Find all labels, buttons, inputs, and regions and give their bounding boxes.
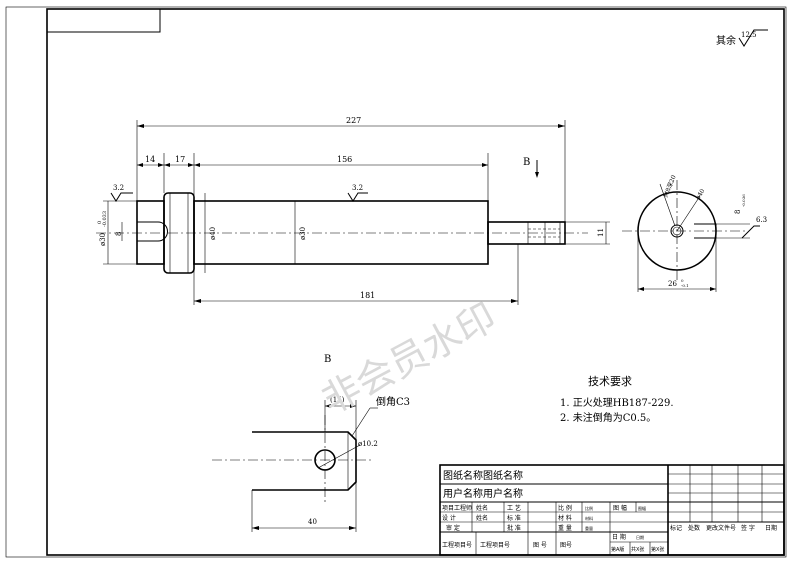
tb-change-count: 处数 (688, 524, 700, 532)
tb-r4-c2: 工程项目号 (480, 541, 510, 549)
tb-r1-c5: 比 例 (558, 504, 572, 512)
detail-body (252, 431, 357, 491)
tb-change-doc: 更改文件号 (706, 524, 736, 532)
view-label-b: B (324, 354, 331, 365)
dim-dia-30: ø30 (299, 227, 307, 240)
tech-note-1: 1. 正火处理HB187-229. (560, 397, 674, 409)
dim-11: 11 (597, 228, 605, 237)
dim-dia-40: ø40 (209, 227, 217, 240)
roughness-other-value: 12.5 (741, 31, 757, 39)
tb-drawing-name: 图纸名称图纸名称 (443, 469, 523, 482)
sec-8-tol: -0.036 (741, 194, 746, 207)
detail-hole-dia: ø10.2 (358, 440, 378, 448)
tb-r2-c3: 标 准 (507, 514, 521, 522)
tb-r4-c3: 图 号 (533, 542, 547, 549)
tb-r3-c1: 审 定 (446, 524, 460, 532)
roughness-body: 3.2 (352, 184, 363, 192)
leader-chamfer (351, 407, 371, 437)
dim-slot-8: 8 (115, 232, 123, 236)
tb-sheets: 共X张 (631, 546, 644, 553)
tb-r2-c1: 设 计 (442, 514, 456, 522)
dim-17: 17 (175, 155, 185, 164)
dim-14: 14 (145, 155, 155, 164)
tb-change-date: 日期 (765, 524, 777, 532)
tb-r2-c6: 材料 (585, 515, 593, 521)
corner-box (46, 8, 161, 33)
sec-8: 8 (734, 210, 742, 214)
shaft-left-end (136, 200, 165, 265)
dim-left-tol-lower: -0.033 (102, 211, 108, 227)
tb-r3-c3: 批 准 (507, 524, 521, 532)
sec-dia-40: ø40 (695, 188, 707, 201)
shaft-pin (487, 221, 566, 245)
detail-chamfer: 倒角C3 (376, 396, 410, 408)
tb-version: 第A版 (611, 546, 624, 553)
tech-title: 技术要求 (588, 375, 632, 388)
tb-r1-c2: 姓名 (476, 504, 488, 512)
tb-r1-c6: 比例 (585, 505, 593, 511)
leader-d40 (676, 195, 701, 232)
tb-r1-c8: 图幅 (638, 505, 646, 511)
sec-m8: M8深20 (661, 174, 677, 199)
roughness-other-label: 其余 (716, 34, 736, 47)
tb-r1-c7: 图 幅 (613, 504, 627, 512)
leader-hole (317, 444, 361, 469)
tb-change-sign: 签 字 (741, 524, 755, 532)
dim-156: 156 (337, 155, 352, 164)
tb-r2-c2: 姓名 (476, 514, 488, 522)
inner-frame (46, 8, 785, 556)
outer-frame (5, 6, 787, 558)
section-tap-hole (670, 224, 684, 238)
tb-r3-c5: 重 量 (558, 524, 572, 532)
leader-m8 (659, 183, 676, 227)
title-block (439, 464, 785, 556)
tb-change-mark: 标记 (670, 524, 682, 532)
roughness-body-symbol (347, 192, 368, 202)
dim-227: 227 (346, 116, 361, 125)
section-flat (694, 223, 717, 239)
detail-hole (314, 449, 336, 471)
section-tap-hole-inner (672, 226, 682, 236)
roughness-sec-symbol (741, 225, 760, 239)
roughness-left: 3.2 (113, 184, 124, 192)
dim-left-tol-upper: 0 (97, 221, 103, 224)
tb-user-name: 用户名称用户名称 (443, 487, 523, 500)
tech-note-2: 2. 未注倒角为C0.5。 (560, 411, 656, 424)
tb-date-label: 日 期 (612, 533, 626, 541)
tb-sheet-no: 第X张 (651, 546, 664, 553)
roughness-left-symbol (110, 192, 133, 202)
section-arrow-head (535, 172, 539, 178)
roughness-symbol (738, 29, 768, 47)
tb-r3-c6: 重量 (585, 525, 593, 531)
detail-40: 40 (308, 518, 317, 526)
sec-26: 26 (668, 280, 677, 288)
tb-r1-c1: 项目工程师 (442, 504, 472, 512)
shaft-body (193, 200, 489, 265)
tb-r1-c3: 工 艺 (507, 504, 521, 512)
tb-r4-c1: 工程项目号 (442, 541, 472, 549)
detail-15: (15) (330, 396, 345, 404)
sec-26-tol-upper: 0 (681, 278, 684, 283)
tb-r2-c5: 材 料 (558, 514, 572, 522)
dim-181: 181 (360, 291, 375, 300)
tb-r4-c4: 图号 (560, 542, 572, 549)
roughness-sec: 6.3 (756, 216, 767, 224)
keyway-slot (137, 221, 168, 242)
sec-26-tol-lower: -0.1 (681, 283, 689, 288)
dim-left-dia: ø30 (99, 233, 107, 246)
section-mark-b: B (523, 157, 530, 168)
tb-date-value: 日期 (636, 534, 644, 540)
